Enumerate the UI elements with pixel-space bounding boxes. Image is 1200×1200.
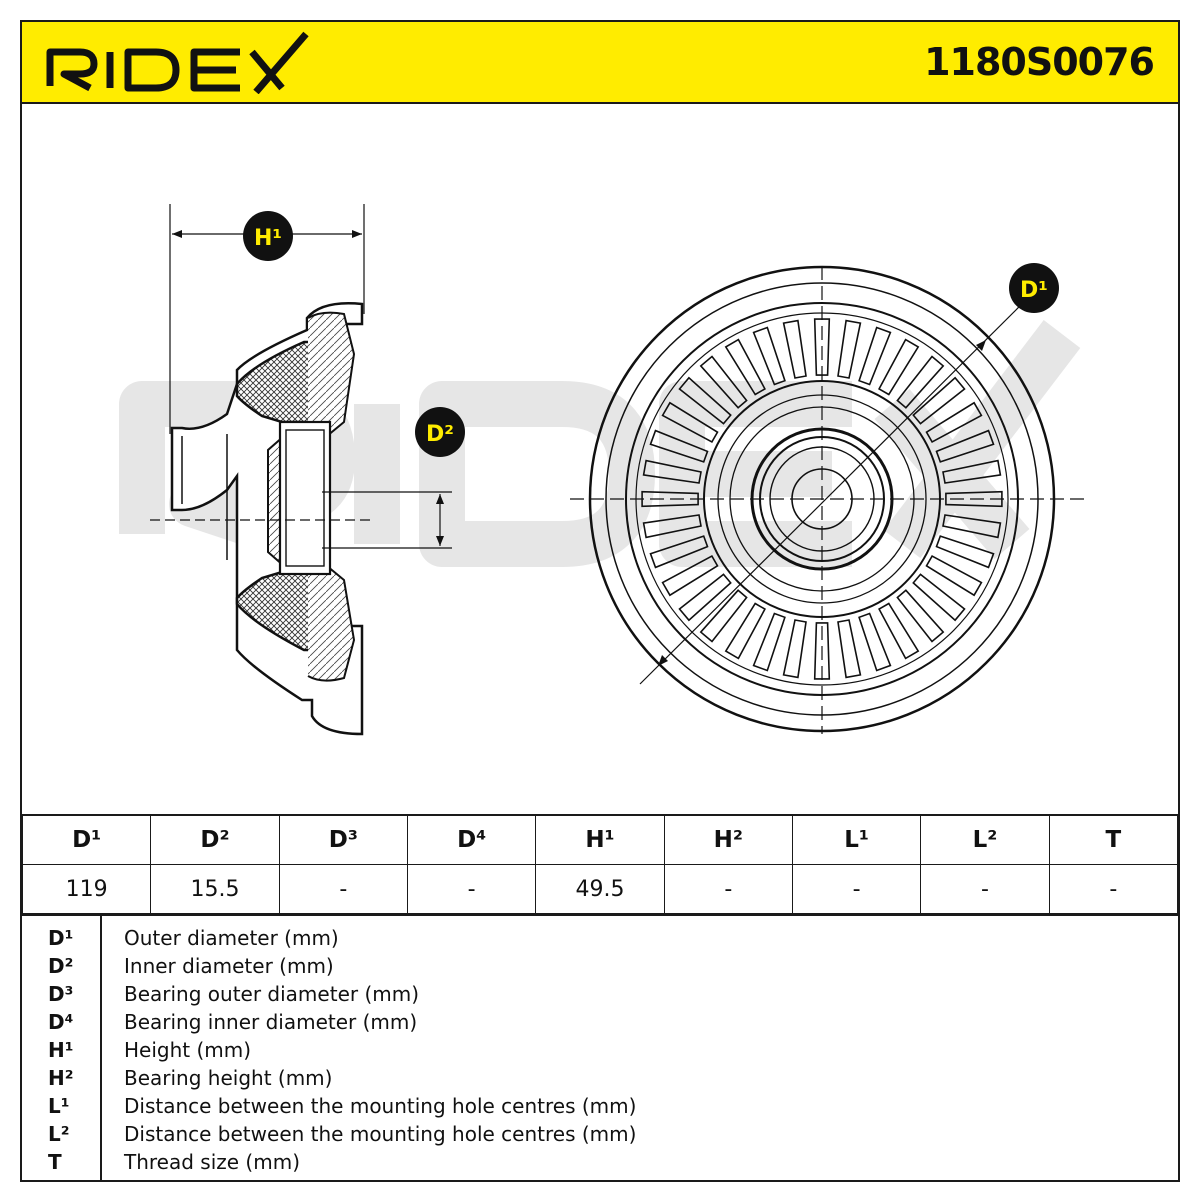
side-section-view	[150, 204, 452, 736]
radial-rib	[942, 459, 1002, 484]
radial-rib	[678, 376, 732, 425]
legend: D¹ Outer diameter (mm) D² Inner diameter…	[22, 914, 1178, 1182]
legend-item: H¹ Height (mm)	[22, 1038, 1178, 1066]
radial-rib	[878, 602, 920, 660]
legend-key: D²	[48, 954, 74, 978]
radial-rib	[782, 619, 807, 679]
spec-value-cell: -	[1048, 864, 1179, 914]
spec-header-cell: D¹	[21, 814, 152, 865]
legend-desc: Distance between the mounting hole centr…	[124, 1122, 637, 1146]
spec-value-cell: -	[278, 864, 408, 914]
radial-rib	[858, 326, 892, 386]
legend-key: L²	[48, 1122, 70, 1146]
legend-item: T Thread size (mm)	[22, 1150, 1178, 1178]
callout-d1-label: D¹	[1020, 278, 1048, 303]
legend-item: L¹ Distance between the mounting hole ce…	[22, 1094, 1178, 1122]
legend-desc: Bearing height (mm)	[124, 1066, 333, 1090]
radial-rib	[642, 514, 702, 539]
radial-rib	[925, 401, 983, 443]
spec-header-cell: D³	[278, 814, 408, 865]
spec-header-cell: H¹	[535, 814, 665, 865]
radial-rib	[699, 589, 748, 643]
callout-d2: D²	[415, 407, 465, 457]
product-sheet: 1180S0076	[20, 20, 1180, 1182]
spec-value-cell: -	[406, 864, 537, 914]
legend-key: T	[48, 1150, 62, 1174]
part-number: 1180S0076	[924, 40, 1155, 84]
front-view	[570, 265, 1084, 734]
radial-rib	[661, 401, 719, 443]
radial-rib	[912, 573, 966, 622]
spec-value-row: 119 15.5 - - 49.5 - - - -	[21, 864, 1179, 914]
technical-drawing: H¹ D² D¹	[119, 204, 1084, 736]
legend-desc: Bearing inner diameter (mm)	[124, 1010, 418, 1034]
radial-rib	[752, 326, 786, 386]
legend-item: D⁴ Bearing inner diameter (mm)	[22, 1010, 1178, 1038]
legend-item: D² Inner diameter (mm)	[22, 954, 1178, 982]
spec-header-cell: L²	[920, 814, 1050, 865]
legend-item: D¹ Outer diameter (mm)	[22, 926, 1178, 954]
radial-rib	[649, 535, 709, 569]
radial-rib	[896, 355, 945, 409]
legend-key: D¹	[48, 926, 74, 950]
spec-value-cell: 119	[21, 864, 152, 914]
radial-rib	[945, 490, 1003, 508]
radial-rib	[649, 429, 709, 463]
legend-key: D⁴	[48, 1010, 74, 1034]
spec-header-cell: D²	[150, 814, 280, 865]
radial-rib	[896, 589, 945, 643]
radial-rib	[641, 490, 699, 508]
radial-rib	[813, 318, 831, 376]
callout-h1-label: H¹	[254, 226, 282, 251]
radial-rib	[661, 555, 719, 597]
radial-rib	[942, 514, 1002, 539]
header-bar: 1180S0076	[22, 22, 1178, 104]
radial-rib	[782, 319, 807, 379]
radial-rib	[724, 602, 766, 660]
spec-header-cell: H²	[663, 814, 793, 865]
radial-rib	[813, 622, 831, 680]
legend-item: L² Distance between the mounting hole ce…	[22, 1122, 1178, 1150]
legend-divider	[100, 916, 102, 1182]
spec-header-row: D¹ D² D³ D⁴ H¹ H² L¹ L² T	[21, 814, 1179, 865]
radial-rib	[912, 376, 966, 425]
spec-value-cell: 15.5	[150, 864, 280, 914]
radial-rib	[878, 338, 920, 396]
spec-value-cell: -	[920, 864, 1050, 914]
radial-rib	[858, 612, 892, 672]
radial-rib	[752, 612, 786, 672]
spec-value-cell: 49.5	[535, 864, 665, 914]
radial-rib	[935, 429, 995, 463]
legend-item: D³ Bearing outer diameter (mm)	[22, 982, 1178, 1010]
callout-d2-label: D²	[426, 422, 454, 447]
radial-rib	[642, 459, 702, 484]
radial-rib	[699, 355, 748, 409]
radial-rib	[837, 619, 862, 679]
callout-d1: D¹	[1009, 263, 1059, 313]
spec-header-cell: D⁴	[406, 814, 537, 865]
legend-desc: Inner diameter (mm)	[124, 954, 334, 978]
legend-key: D³	[48, 982, 74, 1006]
radial-rib	[837, 319, 862, 379]
legend-desc: Bearing outer diameter (mm)	[124, 982, 420, 1006]
spec-value-cell: -	[663, 864, 793, 914]
spec-table: D¹ D² D³ D⁴ H¹ H² L¹ L² T 119 15.5 - - 4…	[21, 814, 1179, 914]
legend-key: H¹	[48, 1038, 74, 1062]
spec-value-cell: -	[791, 864, 922, 914]
legend-key: L¹	[48, 1094, 70, 1118]
legend-desc: Thread size (mm)	[124, 1150, 300, 1174]
legend-key: H²	[48, 1066, 74, 1090]
legend-desc: Height (mm)	[124, 1038, 252, 1062]
spec-header-cell: L¹	[791, 814, 922, 865]
radial-rib	[935, 535, 995, 569]
legend-item: H² Bearing height (mm)	[22, 1066, 1178, 1094]
ridex-logo	[46, 31, 309, 94]
radial-rib	[678, 573, 732, 622]
legend-desc: Outer diameter (mm)	[124, 926, 339, 950]
legend-desc: Distance between the mounting hole centr…	[124, 1094, 637, 1118]
spec-header-cell: T	[1048, 814, 1179, 865]
radial-rib	[724, 338, 766, 396]
radial-rib	[925, 555, 983, 597]
callout-h1: H¹	[243, 211, 293, 261]
